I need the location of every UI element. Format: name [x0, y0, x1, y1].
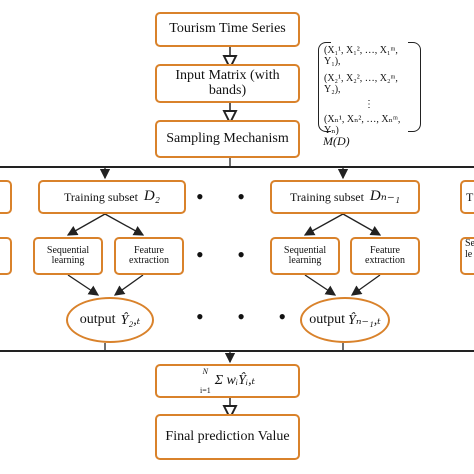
matrix-notation: (X₁¹, X₁², …, X₁ᵐ, Y₁), (X₂¹, X₂², …, X₂… [324, 45, 414, 136]
matrix-left-brace [318, 42, 331, 132]
left-output-oval: output Ŷ₂,ₜ [66, 297, 154, 343]
edge-left-subset-box [0, 180, 12, 214]
left-feature-label: Feature extraction [129, 244, 169, 266]
tourism-series-box: Tourism Time Series [155, 12, 300, 47]
tourism-series-label: Tourism Time Series [169, 21, 286, 37]
input-matrix-label: Input Matrix (with bands) [175, 67, 280, 98]
right-output-symbol: Ŷₙ₋₁,ₜ [348, 312, 381, 328]
arrow-right-feat-to-output [350, 274, 381, 296]
matrix-right-brace [408, 42, 421, 132]
left-sequential-box: Sequential learning [33, 237, 103, 275]
ensemble-frame [0, 166, 474, 352]
arrow-left-seq-to-output [67, 274, 100, 296]
sampling-box: Sampling Mechanism [155, 120, 300, 158]
left-training-subset-box: Training subset D₂ [38, 180, 186, 214]
sum-lower: i=1 [199, 386, 211, 395]
left-training-subset-label: Training subset [64, 189, 138, 204]
right-sequential-label: Sequential learning [283, 244, 327, 266]
matrix-row-2: (X₂¹, X₂², …, X₂ᵐ, Y₂), [324, 73, 398, 95]
input-matrix-box: Input Matrix (with bands) [155, 64, 300, 103]
edge-right-method-label: Seq [465, 238, 474, 249]
sum-bounds: N i=1 [199, 366, 211, 395]
matrix-row-1: (X₁¹, X₁², …, X₁ᵐ, Y₁), [324, 45, 398, 67]
matrix-row-4: (Xₙ¹, Xₙ², …, Xₙᵐ, Yₙ) [324, 114, 401, 136]
left-feature-box: Feature extraction [114, 237, 184, 275]
arrow-left-subset-to-seq [66, 213, 106, 236]
arrow-left-feat-to-output [113, 274, 144, 296]
right-output-oval: output Ŷₙ₋₁,ₜ [300, 297, 390, 343]
matrix-label: M(D) [323, 134, 350, 148]
sampling-label: Sampling Mechanism [166, 130, 289, 146]
right-sequential-box: Sequential learning [270, 237, 340, 275]
edge-left-method-box [0, 237, 12, 275]
right-training-subset-symbol: Dₙ₋₁ [369, 188, 400, 205]
edge-right-subset-label: T [466, 189, 474, 204]
sum-upper: N [202, 366, 208, 376]
right-feature-box: Feature extraction [350, 237, 420, 275]
arrow-right-subset-to-seq [303, 213, 344, 236]
right-training-subset-box: Training subset Dₙ₋₁ [270, 180, 420, 214]
edge-right-method-label-2: le [465, 248, 473, 260]
arrow-left-subset-to-feat [104, 213, 145, 236]
edge-right-subset-box: T [460, 180, 474, 214]
final-prediction-label: Final prediction Value [165, 428, 290, 444]
left-sequential-label: Sequential learning [46, 244, 90, 266]
weighted-sum-box: N i=1 Σ wᵢŶᵢ,ₜ [155, 364, 300, 398]
left-output-label: output [79, 312, 116, 327]
left-output-symbol: Ŷ₂,ₜ [120, 312, 141, 328]
right-feature-label: Feature extraction [365, 244, 405, 266]
ellipsis-outputs: • • • [196, 304, 301, 329]
right-training-subset-label: Training subset [290, 189, 364, 204]
arrow-right-subset-to-feat [342, 213, 382, 236]
arrow-right-seq-to-output [304, 274, 337, 296]
matrix-row-3: ⋮ [364, 99, 374, 110]
final-prediction-box: Final prediction Value [155, 414, 300, 460]
left-training-subset-symbol: D₂ [143, 188, 160, 205]
edge-right-method-box: Seq le [460, 237, 474, 275]
sum-formula: Σ wᵢŶᵢ,ₜ [214, 372, 256, 388]
right-output-label: output [309, 312, 346, 327]
